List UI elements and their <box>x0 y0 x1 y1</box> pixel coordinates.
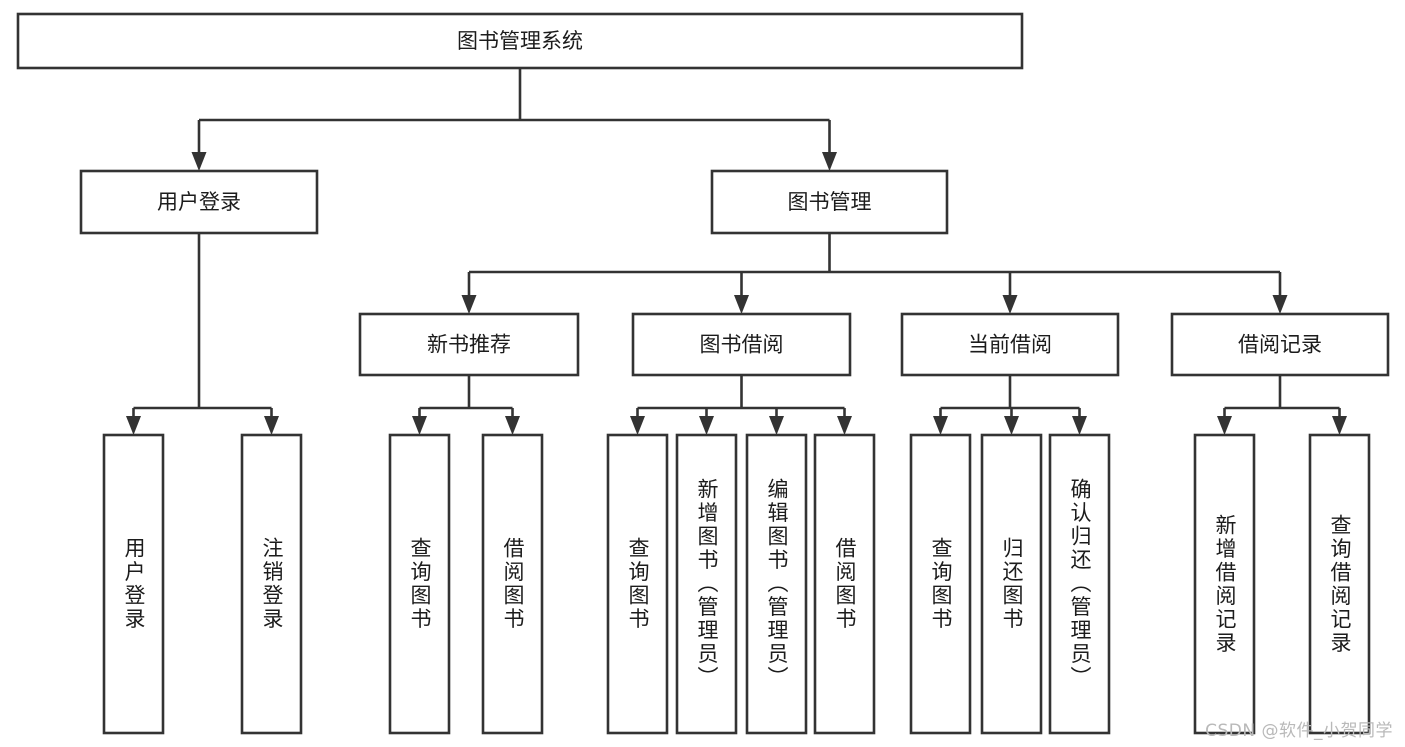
leaf-box-9 <box>980 433 1043 735</box>
leaf-box-11 <box>1193 433 1256 735</box>
leaf-box-10 <box>1048 433 1111 735</box>
node-label-root: 图书管理系统 <box>457 29 583 53</box>
node-label-level3-0: 新书推荐 <box>427 333 511 357</box>
leaf-box-1 <box>240 433 303 735</box>
leaf-box-2 <box>388 433 451 735</box>
node-box-level2-0 <box>79 169 319 235</box>
leaf-box-7 <box>813 433 876 735</box>
node-box-level3-0 <box>358 312 580 377</box>
node-label-level3-2: 当前借阅 <box>968 333 1052 357</box>
leaf-box-12 <box>1308 433 1371 735</box>
node-label-level2-1: 图书管理 <box>788 190 872 214</box>
leaf-box-5 <box>675 433 738 735</box>
node-box-root <box>16 12 1024 70</box>
leaf-box-3 <box>481 433 544 735</box>
leaf-box-8 <box>909 433 972 735</box>
leaf-box-0 <box>102 433 165 735</box>
node-label-level3-1: 图书借阅 <box>700 333 784 357</box>
connector-lines <box>126 68 1347 435</box>
node-box-level2-1 <box>710 169 949 235</box>
watermark: CSDN @软件_小贺同学 <box>1205 721 1393 741</box>
leaf-box-4 <box>606 433 669 735</box>
node-box-level3-2 <box>900 312 1120 377</box>
node-boxes <box>16 12 1390 735</box>
node-label-level2-0: 用户登录 <box>157 190 241 214</box>
node-box-level3-1 <box>631 312 852 377</box>
node-label-level3-3: 借阅记录 <box>1238 333 1322 357</box>
node-box-level3-3 <box>1170 312 1390 377</box>
leaf-box-6 <box>745 433 808 735</box>
